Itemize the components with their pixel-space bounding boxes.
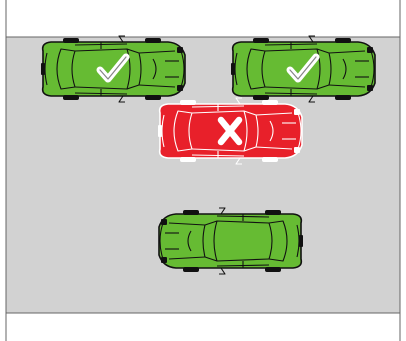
car-top-right bbox=[231, 36, 375, 102]
car-bottom-body bbox=[159, 208, 303, 274]
car-top-left bbox=[41, 36, 185, 102]
car-middle bbox=[158, 98, 302, 164]
car-bottom bbox=[159, 208, 303, 274]
